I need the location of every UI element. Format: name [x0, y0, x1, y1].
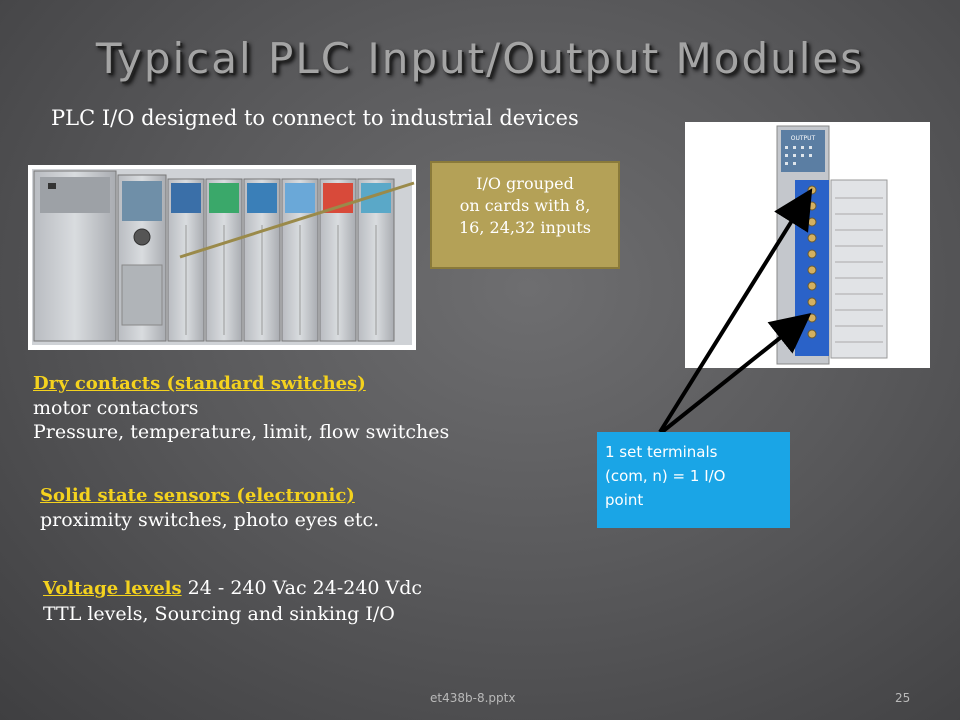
module-label: OUTPUT — [791, 135, 816, 142]
footer-page-number: 25 — [895, 691, 911, 705]
terminal-note-line-2: (com, n) = 1 I/O — [605, 467, 726, 485]
footer-filename: et438b-8.pptx — [430, 691, 516, 705]
callout-line-3: 16, 24,32 inputs — [458, 218, 592, 237]
io-grouping-callout: I/O grouped on cards with 8, 16, 24,32 i… — [430, 161, 620, 269]
dry-contacts-section: Dry contacts (standard switches) motor c… — [33, 373, 449, 443]
dry-contacts-line-2: Pressure, temperature, limit, flow switc… — [33, 421, 450, 443]
terminal-note-line-3: point — [605, 491, 644, 509]
slide-title: Typical PLC Input/Output Modules — [95, 34, 865, 83]
voltage-values: 24 - 240 Vac 24-240 Vdc — [181, 577, 423, 599]
plc-rack-image — [28, 165, 416, 350]
voltage-section: Voltage levels 24 - 240 Vac 24-240 Vdc T… — [43, 577, 422, 625]
slide-subtitle: PLC I/O designed to connect to industria… — [51, 106, 579, 130]
callout-line-1: I/O grouped — [476, 174, 574, 193]
arrow-upper — [658, 188, 813, 434]
callout-line-2: on cards with 8, — [459, 196, 591, 215]
voltage-heading: Voltage levels — [43, 578, 182, 599]
voltage-line-2: TTL levels, Sourcing and sinking I/O — [43, 603, 395, 625]
solid-state-line-1: proximity switches, photo eyes etc. — [40, 509, 380, 531]
terminal-note-box: 1 set terminals (com, n) = 1 I/O point — [597, 432, 790, 528]
dry-contacts-line-1: motor contactors — [33, 397, 199, 419]
arrow-lower — [660, 313, 812, 434]
dry-contacts-heading: Dry contacts (standard switches) — [33, 373, 366, 394]
solid-state-section: Solid state sensors (electronic) proximi… — [40, 485, 379, 531]
solid-state-heading: Solid state sensors (electronic) — [40, 485, 355, 506]
terminal-note-line-1: 1 set terminals — [605, 443, 718, 461]
